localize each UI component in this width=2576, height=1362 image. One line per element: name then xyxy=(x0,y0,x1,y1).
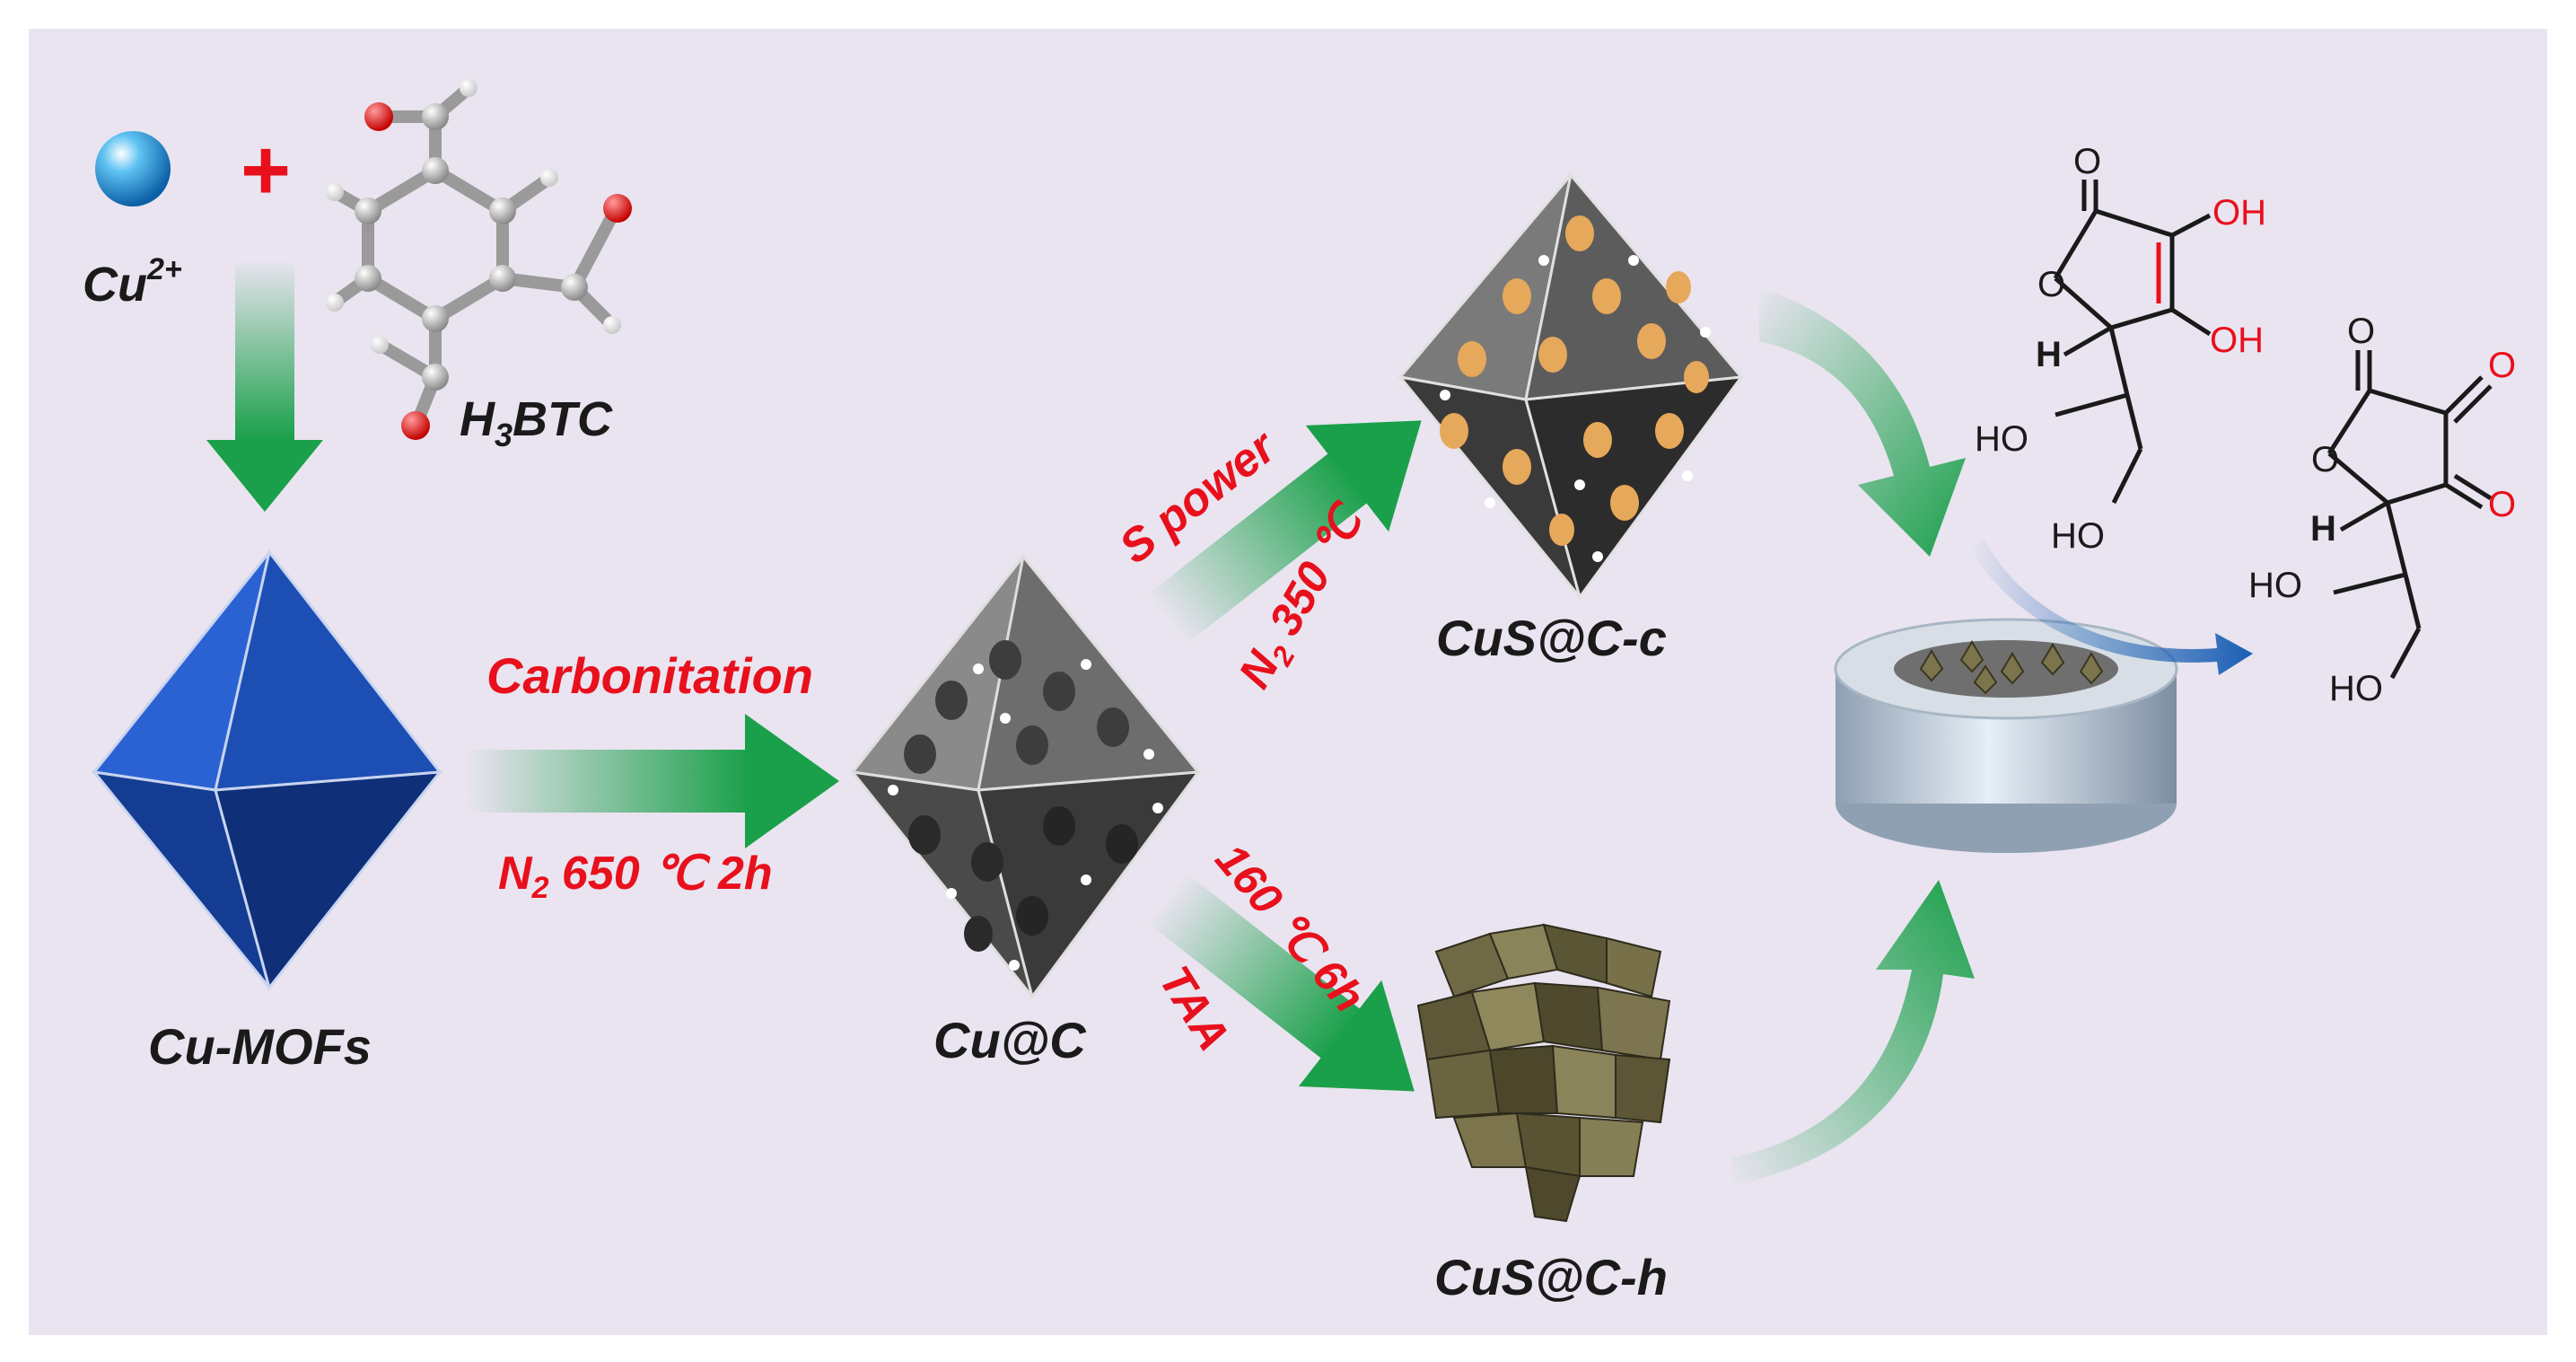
svg-text:O: O xyxy=(2311,440,2339,479)
cusc-c-white-dots xyxy=(1440,255,1711,562)
svg-text:O: O xyxy=(2037,265,2065,304)
h3btc-atoms xyxy=(326,79,632,440)
svg-text:HO: HO xyxy=(2329,669,2383,708)
svg-text:OH: OH xyxy=(2212,193,2266,233)
dehydroascorbic-acid-structure xyxy=(2326,350,2493,680)
svg-text:H: H xyxy=(2310,509,2336,549)
dehydroascorbic-acid-labels: O O O H O HO HO xyxy=(2248,312,2516,708)
svg-text:HO: HO xyxy=(1975,419,2028,459)
curved-arrow-from-cusc-c xyxy=(1759,287,1966,557)
svg-text:O: O xyxy=(2488,485,2516,524)
svg-text:O: O xyxy=(2347,312,2375,351)
svg-text:HO: HO xyxy=(2248,566,2302,605)
cu-ion-label: Cu2+ xyxy=(83,252,182,312)
carbonization-conditions: N2 650 ℃ 2h xyxy=(498,848,773,905)
cu-c-label: Cu@C xyxy=(933,1012,1087,1068)
cusc-h-crystal-cluster xyxy=(1416,923,1671,1223)
electrode-surface-crystals xyxy=(1919,640,2104,695)
arrow-carbonization xyxy=(467,714,839,848)
plus-sign: + xyxy=(241,122,291,218)
ascorbic-acid-labels: O OH O H OH HO HO xyxy=(1975,142,2266,556)
svg-text:HO: HO xyxy=(2051,516,2105,556)
curved-arrow-from-cusc-h xyxy=(1732,880,1975,1185)
svg-text:H: H xyxy=(2036,335,2062,374)
arrow-to-mof xyxy=(206,260,323,512)
h3btc-label: H3BTC xyxy=(460,392,613,453)
cusc-h-label: CuS@C-h xyxy=(1434,1249,1668,1305)
cu-ion-sphere xyxy=(95,131,171,206)
cu-mof-octahedron xyxy=(91,549,443,991)
ascorbic-acid-structure xyxy=(2053,180,2212,505)
carbonization-label: Carbonitation xyxy=(486,647,813,704)
cu-c-pores xyxy=(888,640,1163,971)
cusc-c-pores xyxy=(1440,215,1709,546)
arrow-to-cusc-c xyxy=(1147,420,1422,645)
cu-mofs-label: Cu-MOFs xyxy=(148,1018,372,1075)
arrow-to-cusc-h xyxy=(1147,873,1415,1092)
svg-text:O: O xyxy=(2488,346,2516,385)
svg-text:OH: OH xyxy=(2210,321,2264,360)
blue-oxidation-arrow xyxy=(1970,539,2253,675)
cusc-c-label: CuS@C-c xyxy=(1436,610,1667,666)
svg-text:O: O xyxy=(2073,142,2101,181)
